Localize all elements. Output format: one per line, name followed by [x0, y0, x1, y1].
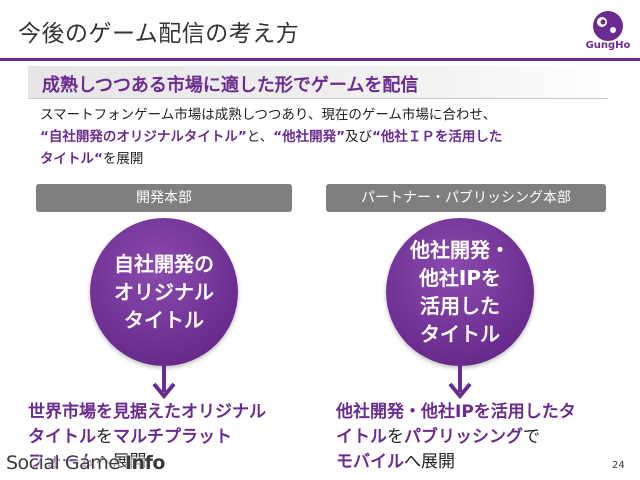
outcome-right-hl: モバイル — [336, 452, 404, 472]
body-tail: を展開 — [102, 151, 144, 167]
page-number: 24 — [612, 460, 625, 471]
gungho-logo-icon — [593, 11, 623, 41]
circle-right-line: 他社IPを — [418, 266, 502, 290]
outcome-left-plain: を — [96, 427, 113, 447]
slide-title: 今後のゲーム配信の考え方 — [18, 21, 300, 47]
circle-left-line: オリジナル — [114, 280, 214, 304]
outcome-right-plain: で — [523, 427, 540, 447]
circle-left-line: タイトル — [124, 308, 204, 332]
circle-own-original-title: 自社開発の オリジナル タイトル — [90, 218, 238, 366]
subtitle-band — [28, 66, 608, 98]
body-connector: と、 — [246, 129, 274, 145]
outcome-left-plain: へ展開 — [95, 452, 147, 472]
circle-right-line: タイトル — [420, 322, 500, 346]
dept-tab-development: 開発本部 — [36, 184, 292, 212]
body-paragraph: スマートフォンゲーム市場は成熟しつつあり、現在のゲーム市場に合わせ、 “自社開発… — [40, 104, 610, 170]
body-quote-own-original: “自社開発のオリジナルタイトル” — [40, 129, 247, 145]
body-quote-other-ip: “他社ＩＰを活用した — [371, 129, 503, 145]
body-and: 及び — [344, 129, 372, 145]
title-rule — [0, 58, 640, 61]
arrow-down-icon — [152, 362, 176, 400]
watermark: Social Game Info — [6, 452, 165, 474]
body-quote-other-ip-cont: タイトル“ — [40, 151, 103, 167]
outcome-right: 他社開発・他社IPを活用したタ イトルをパブリッシングで モバイルへ展開 — [336, 400, 626, 475]
circle-left-line: 自社開発の — [114, 252, 214, 276]
body-line-1: スマートフォンゲーム市場は成熟しつつあり、現在のゲーム市場に合わせ、 — [40, 107, 497, 123]
slide-subtitle: 成熟しつつある市場に適した形でゲームを配信 — [42, 75, 419, 96]
outcome-right-plain: を — [387, 427, 404, 447]
watermark-text: Social Game — [6, 452, 125, 474]
circle-right-line: 他社開発・ — [410, 238, 510, 262]
outcome-left-hl: マルチプラット — [113, 427, 232, 447]
outcome-left-hl: 世界市場を見据えたオリジナル — [28, 402, 266, 422]
body-quote-other-dev: “他社開発” — [273, 129, 345, 145]
arrow-down-icon — [448, 362, 472, 400]
circle-other-ip-title: 他社開発・ 他社IPを 活用した タイトル — [386, 218, 534, 366]
outcome-left: 世界市場を見据えたオリジナル タイトルをマルチプラット フォームへ展開 — [28, 400, 308, 475]
outcome-right-hl: イトル — [336, 427, 387, 447]
outcome-right-plain: へ展開 — [404, 452, 455, 472]
watermark-text-bold: Info — [124, 452, 165, 474]
subtitle-underline — [28, 98, 608, 99]
logo-text: GungHo — [585, 40, 631, 51]
circle-right-line: 活用した — [420, 294, 500, 318]
outcome-right-hl: パブリッシング — [404, 427, 523, 447]
outcome-right-hl: 他社開発・他社IPを活用したタ — [336, 402, 576, 422]
outcome-left-hl: タイトル — [28, 427, 96, 447]
dept-tab-partner-publishing: パートナー・パブリッシング本部 — [326, 184, 606, 212]
outcome-left-hl: フォーム — [28, 452, 96, 472]
